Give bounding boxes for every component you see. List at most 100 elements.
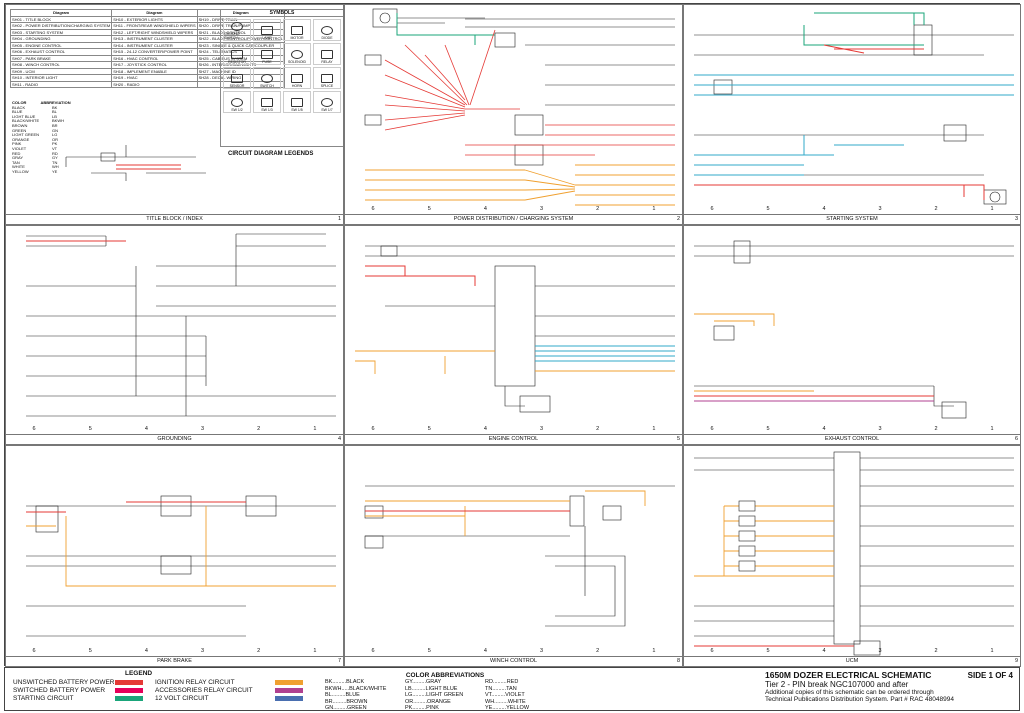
column-number: 1	[990, 426, 994, 432]
abbreviation-entry: BKWH.....BLACK/WHITE	[325, 685, 387, 692]
color-abbr: RD	[52, 150, 58, 156]
symbol-label: SOLENOID	[287, 60, 307, 64]
symbol-icon	[261, 50, 273, 59]
symbol-icon	[321, 26, 333, 35]
panel-number: 6	[1014, 436, 1018, 442]
color-abbr: GN	[52, 127, 58, 133]
legend-item: ACCESSORIES RELAY CIRCUIT	[155, 687, 253, 694]
color-abbr: YE	[52, 168, 58, 174]
symbol-icon	[321, 98, 333, 107]
swatch-12-volt	[275, 696, 303, 701]
abbreviation-entry: RD.........RED	[485, 679, 519, 685]
column-number: 2	[257, 648, 261, 654]
starting-system-diagram	[694, 12, 1014, 205]
symbol-icon	[231, 50, 243, 59]
symbol-icon	[231, 98, 243, 107]
symbol-cell: DIODE	[313, 19, 341, 41]
symbol-icon	[321, 74, 333, 83]
swatch-starting	[115, 696, 143, 701]
panel-title: GROUNDING	[157, 436, 192, 442]
legend-item: 12 VOLT CIRCUIT	[155, 695, 209, 702]
legend-title: LEGEND	[125, 670, 153, 677]
swatch-switched-battery	[115, 688, 143, 693]
panel-footer: EXHAUST CONTROL 6	[684, 434, 1020, 444]
column-number: 3	[878, 648, 882, 654]
abbreviation-entry: LB.........LIGHT BLUE	[405, 685, 458, 692]
abbreviation-entry: BL.........BLUE	[325, 692, 360, 698]
panel-footer: POWER DISTRIBUTION / CHARGING SYSTEM 2	[345, 214, 682, 224]
column-number: 5	[766, 206, 770, 212]
symbol-cell: SOLENOID	[283, 43, 311, 65]
color-code-row: RED RD	[12, 150, 71, 157]
column-number: 1	[990, 648, 994, 654]
color-name: VIOLET	[12, 145, 27, 151]
panel-footer: TITLE BLOCK / INDEX 1	[6, 214, 343, 224]
ordering-note: Additional copies of this schematic can …	[765, 689, 934, 696]
legend-item: STARTING CIRCUIT	[13, 695, 73, 702]
column-number: 6	[32, 648, 36, 654]
engine-control-diagram	[355, 245, 675, 413]
abbreviation-entry: LG.........LIGHT GREEN	[405, 692, 464, 698]
power-distribution-diagram	[364, 8, 675, 206]
symbol-cell: LAMP	[253, 19, 281, 41]
title-block: 1650M DOZER ELECTRICAL SCHEMATIC Tier 2 …	[765, 670, 1017, 703]
column-number: 3	[540, 206, 544, 212]
symbol-icon	[231, 74, 243, 83]
symbol-icon	[231, 22, 243, 31]
column-number: 3	[201, 426, 205, 432]
column-number: 4	[144, 648, 148, 654]
column-number: 4	[144, 426, 148, 432]
side-indicator: SIDE 1 OF 4	[967, 671, 1013, 680]
color-abbr: BR	[52, 122, 58, 128]
symbol-icon	[261, 26, 273, 35]
symbol-icon	[291, 98, 303, 107]
column-number: 5	[427, 206, 431, 212]
panel-number: 8	[676, 658, 680, 664]
index-cell: SH18 - IMPLEMENT ENABLE	[111, 67, 198, 75]
color-abbr: LG	[52, 132, 58, 138]
legend-item: IGNITION RELAY CIRCUIT	[155, 679, 235, 686]
abbreviation-entry: WH.........WHITE	[485, 698, 526, 705]
column-number: 4	[822, 648, 826, 654]
index-cell: SH19 - HVAC	[111, 74, 198, 82]
symbol-cell: SW 1/3	[253, 91, 281, 113]
symbol-cell: SENSOR	[223, 67, 251, 89]
symbol-label: SENSOR	[229, 84, 245, 88]
color-name: TAN	[12, 159, 20, 165]
symbol-cell: SW 1/5	[283, 91, 311, 113]
panel-footer: PARK BRAKE 7	[6, 656, 343, 666]
color-abbr: TN	[52, 159, 58, 165]
column-number: 6	[32, 426, 36, 432]
symbol-label: GROUND SWITCH	[224, 32, 240, 40]
column-number: 6	[371, 648, 375, 654]
symbol-label: SW 1/7	[321, 108, 333, 112]
symbol-label: SPLICE	[320, 84, 334, 88]
legend-label: IGNITION RELAY CIRCUIT	[155, 679, 235, 686]
color-name: GRAY	[12, 155, 24, 161]
color-name: RED	[12, 150, 21, 156]
column-number: 3	[540, 426, 544, 432]
column-number: 4	[483, 648, 487, 654]
color-name: ORANGE	[12, 136, 30, 142]
legend-strip: LEGEND UNSWITCHED BATTERY POWER SWITCHED…	[4, 667, 1020, 711]
abbreviation-entry: BR.........BROWN	[325, 698, 368, 705]
column-number: 4	[822, 426, 826, 432]
column-number: 4	[483, 206, 487, 212]
column-number: 6	[371, 426, 375, 432]
